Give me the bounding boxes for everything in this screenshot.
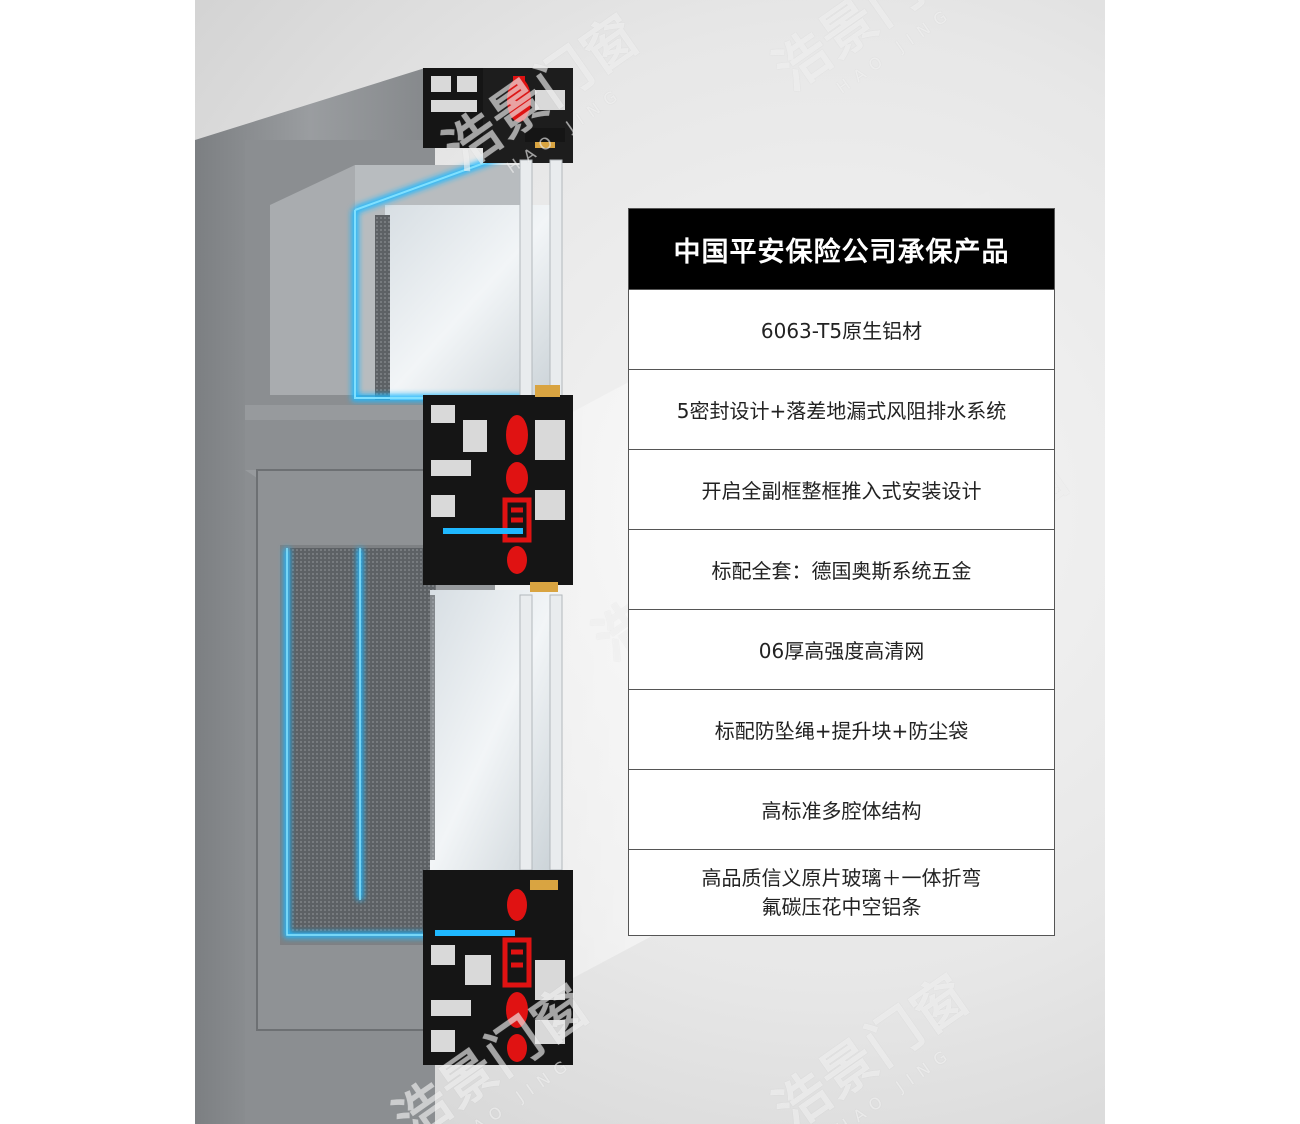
window-section-illustration [195,68,573,1124]
profile-cross-section [423,68,573,1065]
spec-row-mesh: 06厚高强度高清网 [629,609,1054,689]
spec-row-sealing: 5密封设计+落差地漏式风阻排水系统 [629,369,1054,449]
spec-row-material: 6063-T5原生铝材 [629,289,1054,369]
spec-table-title: 中国平安保险公司承保产品 [629,209,1054,289]
spec-row-glass-line2: 氟碳压花中空铝条 [761,894,922,919]
spec-row-installation: 开启全副框整框推入式安装设计 [629,449,1054,529]
spec-row-hardware: 标配全套：德国奥斯系统五金 [629,529,1054,609]
upper-glass-pane [385,205,560,400]
spec-row-glass: 高品质信义原片玻璃＋一体折弯 氟碳压花中空铝条 [629,849,1054,935]
spec-row-glass-line1: 高品质信义原片玻璃＋一体折弯 [701,865,982,890]
upper-recess [270,165,355,395]
spec-row-structure: 高标准多腔体结构 [629,769,1054,849]
spec-row-accessories: 标配防坠绳+提升块+防尘袋 [629,689,1054,769]
spec-table: 中国平安保险公司承保产品 6063-T5原生铝材 5密封设计+落差地漏式风阻排水… [628,208,1055,936]
lower-glass-pane [430,590,560,870]
